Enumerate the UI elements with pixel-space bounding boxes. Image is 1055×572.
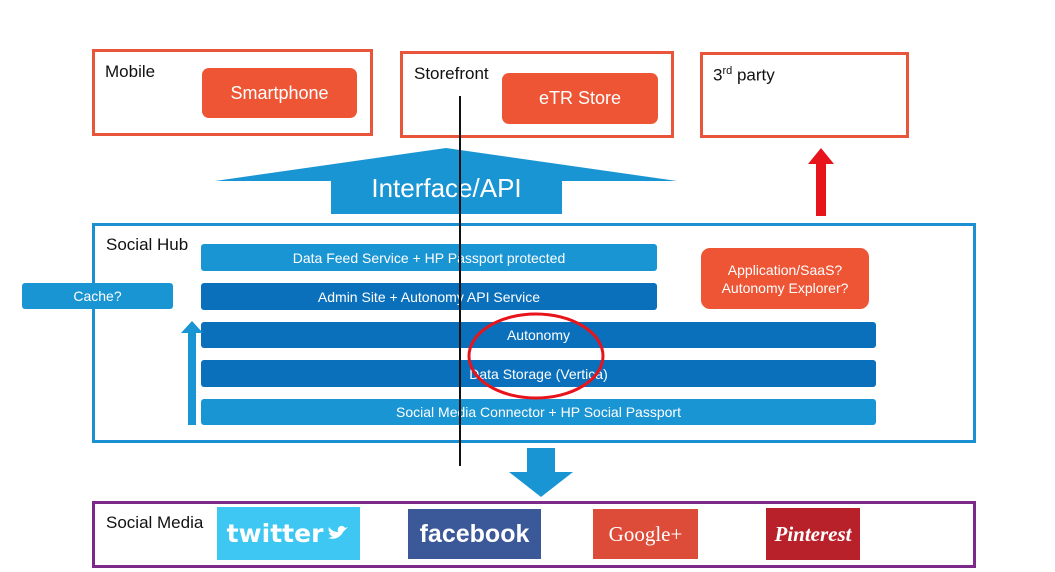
twitter-bird-icon bbox=[328, 525, 349, 539]
google-plus-logo-text: Google+ bbox=[608, 521, 683, 546]
third-party-label-suffix: party bbox=[732, 65, 775, 85]
blue-up-arrow-icon bbox=[181, 321, 203, 425]
autonomy-bar: Autonomy bbox=[201, 322, 876, 348]
interface-api-label: Interface/API bbox=[371, 173, 522, 203]
pinterest-logo[interactable]: Pinterest bbox=[766, 508, 860, 560]
interface-api-arrow bbox=[215, 148, 677, 214]
twitter-logo-text: twitter bbox=[226, 519, 324, 548]
third-party-label: 3rd party bbox=[713, 65, 775, 86]
admin-site-bar: Admin Site + Autonomy API Service bbox=[201, 283, 657, 310]
application-saas-line-1: Application/SaaS? bbox=[727, 261, 843, 278]
twitter-logo[interactable]: twitter bbox=[217, 507, 360, 560]
blue-down-arrow-icon bbox=[509, 448, 573, 497]
data-feed-service-bar: Data Feed Service + HP Passport protecte… bbox=[201, 244, 657, 271]
red-ellipse-annotation bbox=[467, 312, 605, 400]
cache-box: Cache? bbox=[22, 283, 173, 309]
pinterest-logo-text: Pinterest bbox=[774, 521, 852, 546]
google-plus-logo[interactable]: Google+ bbox=[593, 509, 698, 559]
etr-store-button[interactable]: eTR Store bbox=[502, 73, 658, 124]
third-party-label-prefix: 3 bbox=[713, 65, 723, 85]
data-storage-bar: Data Storage (Vertica) bbox=[201, 360, 876, 387]
application-saas-box: Application/SaaS? Autonomy Explorer? bbox=[701, 248, 869, 309]
red-up-arrow-icon bbox=[808, 148, 834, 216]
smartphone-button[interactable]: Smartphone bbox=[202, 68, 357, 118]
storefront-frame: Storefront eTR Store bbox=[400, 51, 674, 138]
mobile-label: Mobile bbox=[105, 62, 156, 81]
facebook-logo-text: facebook bbox=[419, 519, 530, 548]
social-media-connector-bar: Social Media Connector + HP Social Passp… bbox=[201, 399, 876, 425]
mobile-frame: Mobile Smartphone bbox=[92, 49, 373, 136]
third-party-label-sup: rd bbox=[722, 65, 733, 77]
storefront-label: Storefront bbox=[414, 64, 489, 83]
facebook-logo[interactable]: facebook bbox=[408, 509, 541, 559]
vertical-divider-line bbox=[459, 96, 461, 466]
third-party-frame: 3rd party bbox=[700, 52, 909, 138]
social-media-label: Social Media bbox=[106, 513, 204, 532]
social-hub-label: Social Hub bbox=[106, 235, 189, 254]
application-saas-line-2: Autonomy Explorer? bbox=[721, 279, 849, 296]
